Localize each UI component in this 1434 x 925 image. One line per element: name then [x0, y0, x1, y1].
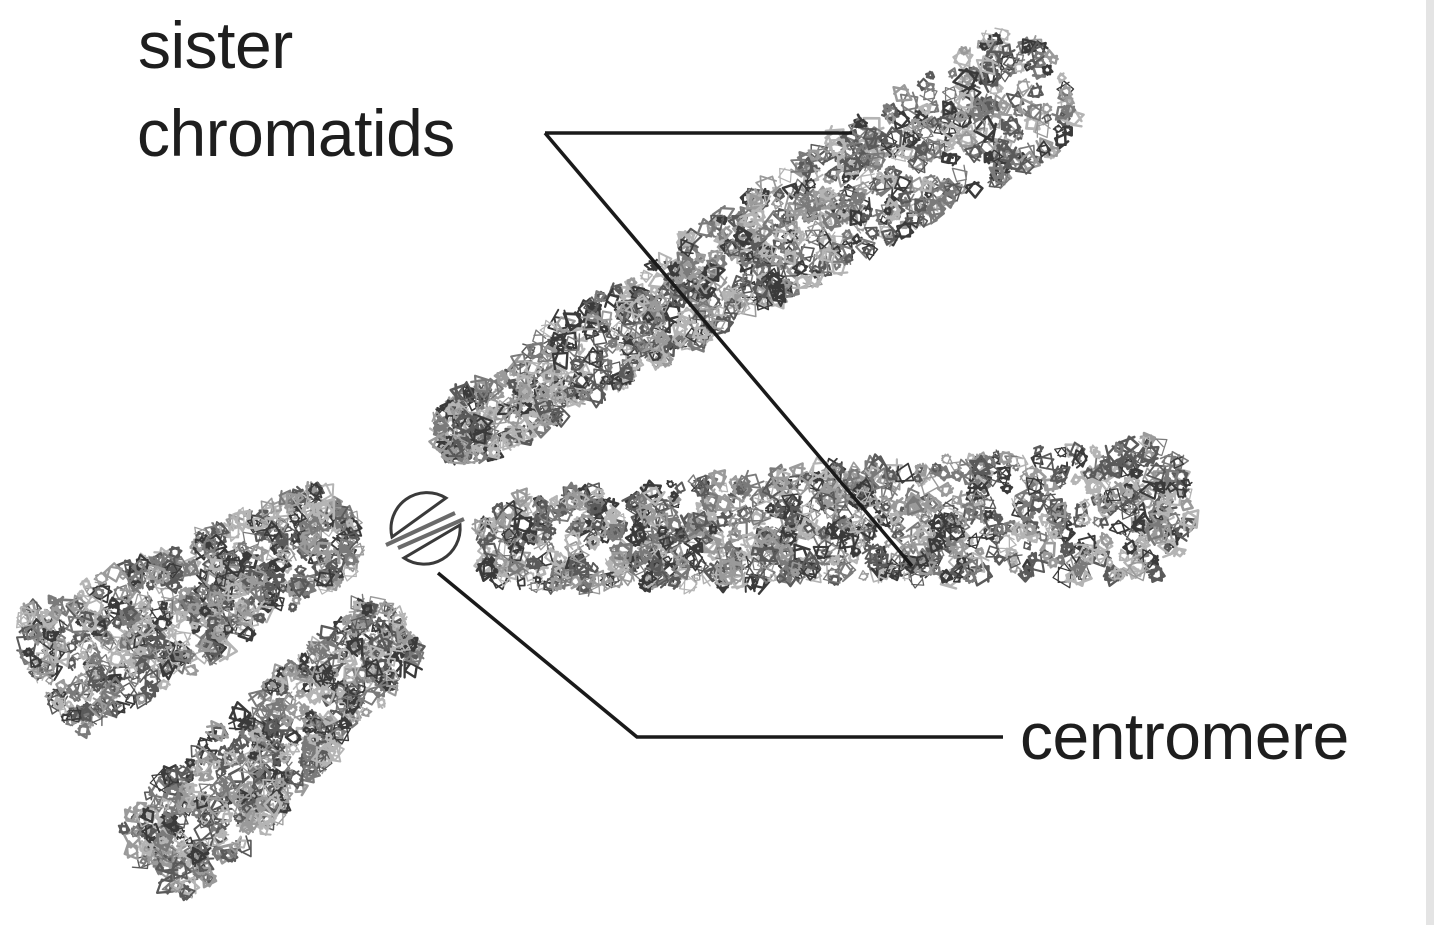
- chromatin-strand: [669, 577, 680, 589]
- chromatin-strand: [926, 72, 933, 78]
- chromatin-strand: [488, 448, 499, 458]
- chromatin-strand: [1029, 553, 1036, 563]
- chromatin-strand: [1053, 125, 1063, 133]
- chromatin-strand: [865, 228, 878, 240]
- chromatin-strand: [192, 809, 201, 817]
- chromatin-strand: [358, 689, 379, 706]
- chromatid-arm-lower-right: [472, 433, 1198, 596]
- chromatin-strand: [1131, 469, 1142, 478]
- chromatin-strand: [553, 352, 567, 369]
- chromatin-strand: [77, 673, 88, 684]
- chromatin-strand: [1042, 114, 1051, 123]
- chromatin-strand: [616, 343, 622, 349]
- chromatin-strand: [1043, 552, 1051, 560]
- chromatin-strand: [167, 768, 179, 783]
- chromatin-strand: [1055, 134, 1068, 148]
- chromatin-strand: [140, 858, 146, 866]
- chromatin-strand: [1107, 558, 1113, 567]
- chromatin-strand: [669, 519, 681, 531]
- chromatin-strand: [1024, 542, 1031, 550]
- chromatin-strand: [549, 527, 556, 534]
- chromatin-strand: [1063, 127, 1071, 136]
- chromatin-strand: [222, 811, 232, 822]
- chromatin-strand: [185, 665, 198, 675]
- label-sister-chromatids-line2: chromatids: [137, 100, 455, 166]
- chromatin-strand: [1014, 62, 1024, 73]
- chromatin-strand: [94, 588, 104, 598]
- chromatin-strand: [300, 654, 308, 663]
- chromatin-strand: [1100, 518, 1108, 528]
- chromatin-strand: [1055, 448, 1067, 457]
- chromatin-strand: [942, 153, 953, 163]
- chromatin-strand: [170, 547, 182, 558]
- chromatin-strand: [667, 481, 676, 488]
- chromatin-strand: [810, 458, 829, 480]
- chromatin-strand: [161, 602, 167, 609]
- chromatin-strand: [66, 701, 73, 707]
- chromatin-strand: [772, 198, 783, 209]
- chromatin-strand: [628, 279, 636, 287]
- chromatin-strand: [77, 591, 83, 598]
- chromatin-strand: [213, 760, 220, 768]
- chromatin-strand: [1045, 50, 1053, 59]
- chromatin-strand: [80, 652, 87, 659]
- chromatin-strand: [877, 172, 884, 178]
- chromatin-strand: [1180, 499, 1192, 510]
- chromatin-strand: [362, 708, 372, 716]
- chromatin-strand: [1039, 533, 1047, 542]
- chromatin-strand: [772, 256, 782, 267]
- label-centromere: centromere: [1020, 703, 1349, 769]
- chromatin-strand: [1048, 559, 1058, 568]
- chromatin-strand: [903, 572, 909, 581]
- leader-line-centromere: [438, 573, 1003, 737]
- label-sister-chromatids-line1: sister: [138, 12, 293, 78]
- chromatin-strand: [808, 150, 820, 159]
- chromatin-strand: [1072, 475, 1081, 484]
- chromatin-strand: [1043, 65, 1053, 74]
- chromatin-strand: [938, 483, 953, 496]
- chromatin-strand: [842, 176, 850, 183]
- chromatin-strand: [1034, 446, 1043, 454]
- chromatin-strand: [289, 603, 296, 611]
- chromatin-strand: [965, 182, 982, 197]
- chromatin-strand: [915, 464, 926, 477]
- chromatin-strand: [768, 574, 777, 581]
- chromatin-strand: [943, 87, 957, 101]
- chromatin-strand: [896, 222, 914, 238]
- chromatin-strand: [779, 168, 792, 183]
- chromatin-strand: [949, 68, 957, 78]
- chromatin-strand: [555, 507, 573, 523]
- chromatin-strand: [971, 107, 981, 116]
- chromatin-strand: [995, 525, 1003, 533]
- chromatin-strand: [615, 286, 620, 293]
- page-edge-strip: [1426, 0, 1434, 925]
- chromatin-strand: [378, 698, 385, 708]
- chromatin-strand: [698, 219, 716, 237]
- chromatin-strand: [832, 556, 839, 565]
- chromatin-strand: [675, 482, 684, 493]
- chromatid-arm-upper-right: [429, 28, 1083, 464]
- chromatin-strand: [859, 571, 868, 581]
- chromatin-strand: [952, 496, 961, 504]
- chromatin-strand: [709, 513, 717, 519]
- chromatin-strand: [688, 475, 697, 486]
- chromatin-strand: [1001, 485, 1012, 493]
- chromatin-strand: [119, 823, 129, 834]
- chromatin-strand: [641, 270, 653, 282]
- chromatin-strand: [76, 724, 90, 738]
- chromatin-strand: [81, 579, 90, 588]
- chromatin-strand: [1110, 521, 1130, 535]
